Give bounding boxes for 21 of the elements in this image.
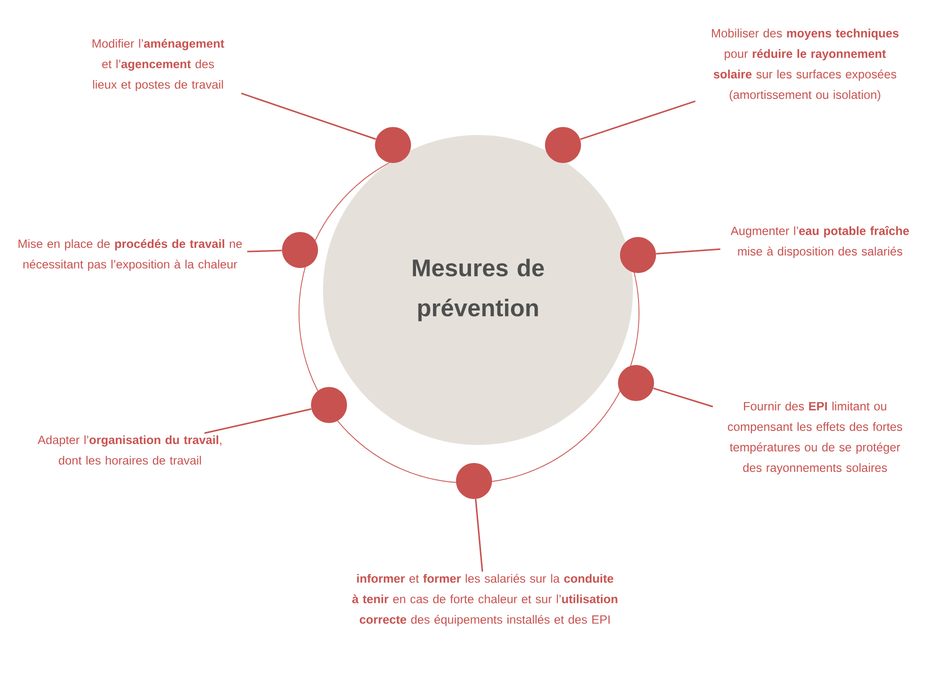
callout-text: Mise en place de procédés de travail ne nécessitant pas l’exposition à la chaleur <box>18 239 242 271</box>
leader-line <box>474 499 484 572</box>
callout-text: Fournir des EPI limitant ou compensant les effets des fortes températures ou de se protéger des rayonnements solaires <box>728 402 902 474</box>
callout-text: Mobiliser des moyens techniques pour réduire le rayonnement solaire sur les surfaces exposées (amortissement ou isolation) <box>712 28 899 102</box>
callout-text: Adapter l’organisation du travail, dont les horaires de travail <box>38 435 222 465</box>
dot <box>375 127 411 163</box>
callout-text: Modifier l’aménagement et l’agencement des lieux et postes de travail <box>92 38 224 92</box>
dot <box>545 127 581 163</box>
leader-line <box>247 250 282 252</box>
dot <box>618 365 654 401</box>
dot <box>620 237 656 273</box>
dot <box>282 232 318 268</box>
callout-text: Augmenter l’eau potable fraîche mise à disposition des salariés <box>730 226 909 258</box>
leader-line <box>241 92 376 140</box>
leader-line <box>653 388 714 408</box>
callout-text: informer et former les salariés sur la conduite à tenir en cas de forte chaleur et sur l’utilisation correcte des équipements installés et des EPI <box>352 574 618 626</box>
leader-line <box>580 100 696 140</box>
leader-line <box>204 408 312 434</box>
dot <box>456 463 492 499</box>
dot <box>311 387 347 423</box>
leader-line <box>656 248 720 254</box>
